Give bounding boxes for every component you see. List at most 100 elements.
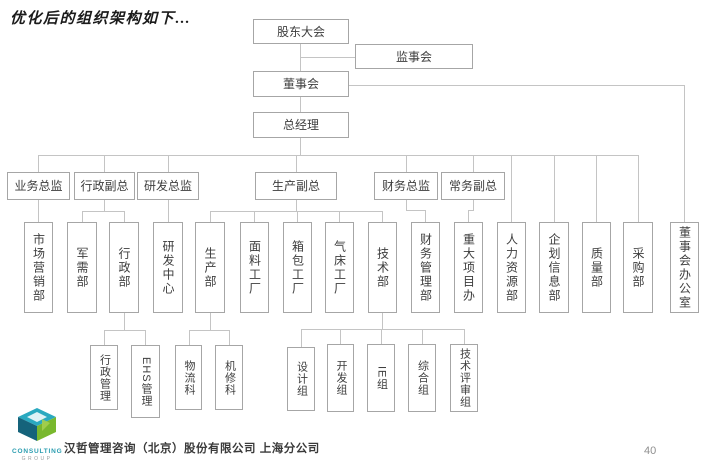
connector [468, 210, 474, 211]
org-node-procurement-dept: 采购部 [623, 222, 653, 313]
org-node-finance-mgmt-dept: 财务管理部 [411, 222, 440, 313]
org-node-airbed-factory: 气床工厂 [325, 222, 354, 313]
org-node-admin-dept: 行政部 [109, 222, 139, 313]
footer-company-name: 汉哲管理咨询（北京）股份有限公司 上海分公司 [64, 443, 320, 455]
org-node-rd-center: 研发中心 [153, 222, 183, 313]
connector [82, 211, 125, 212]
org-node-label: 企划信息部 [547, 232, 561, 303]
connector [189, 330, 190, 345]
org-node-general-manager: 总经理 [253, 112, 349, 138]
connector [104, 330, 105, 345]
org-node-label: 监事会 [395, 49, 432, 64]
logo-subtext: GROUP [21, 456, 53, 462]
org-node-marketing-dept: 市场营销部 [24, 222, 53, 313]
org-node-label: 生产部 [203, 246, 217, 289]
org-node-label: 研发中心 [161, 239, 175, 296]
connector [168, 155, 169, 172]
org-node-label: 开发组 [335, 360, 347, 396]
connector [473, 200, 474, 210]
connector [210, 211, 383, 212]
connector [406, 155, 407, 172]
org-node-label: EHS管理 [140, 356, 152, 407]
page-title: 优化后的组织架构如下… [10, 11, 192, 27]
org-node-major-projects-office: 重大项目办 [454, 222, 483, 313]
connector [473, 155, 474, 172]
org-node-label: 生产副总 [271, 179, 320, 193]
connector [300, 57, 355, 58]
org-node-tech-review-team: 技术评审组 [450, 344, 478, 412]
org-node-label: 董事会办公室 [677, 225, 692, 310]
connector [38, 155, 39, 172]
connector [301, 329, 302, 347]
connector [296, 155, 297, 172]
org-node-label: 箱包工厂 [290, 239, 305, 296]
connector [381, 329, 382, 344]
org-node-label: 常务副总 [448, 179, 497, 193]
org-node-ehs-mgmt: EHS管理 [131, 345, 160, 418]
org-node-ie-team: IE组 [367, 344, 395, 412]
org-node-label: 行政部 [117, 246, 131, 289]
connector [468, 210, 469, 222]
connector [124, 211, 125, 222]
org-node-board-of-directors: 董事会 [253, 71, 349, 97]
org-node-label: 设计组 [295, 361, 308, 397]
org-node-label: 面料工厂 [247, 239, 262, 296]
connector [638, 155, 639, 222]
org-node-label: 财务总监 [381, 179, 430, 193]
org-node-technology-dept: 技术部 [368, 222, 397, 313]
connector [684, 85, 685, 222]
org-node-admin-mgmt: 行政管理 [90, 345, 118, 410]
org-node-label: 总经理 [282, 118, 319, 132]
connector [382, 313, 383, 329]
connector [104, 155, 105, 172]
org-node-dev-team: 开发组 [327, 344, 354, 412]
connector [168, 200, 169, 222]
org-node-bag-factory: 箱包工厂 [283, 222, 312, 313]
org-node-label: 股东大会 [276, 24, 325, 39]
org-node-label: 气床工厂 [332, 239, 347, 296]
org-node-design-team: 设计组 [287, 347, 315, 411]
org-node-admin-vp: 行政副总 [74, 172, 135, 200]
org-node-label: 董事会 [282, 77, 319, 91]
org-node-label: 物流科 [183, 359, 195, 396]
connector [425, 210, 426, 222]
connector [300, 97, 301, 112]
connector [82, 211, 83, 222]
org-node-fabric-factory: 面料工厂 [240, 222, 269, 313]
connector [210, 211, 211, 222]
connector [511, 155, 512, 222]
connector [301, 329, 464, 330]
org-node-label: 技术部 [375, 246, 390, 289]
org-node-board-office: 董事会办公室 [670, 222, 699, 313]
connector [596, 155, 597, 222]
connector [254, 211, 255, 222]
connector [189, 330, 229, 331]
connector [406, 200, 407, 210]
org-node-label: 行政管理 [98, 353, 111, 402]
org-node-production-vp: 生产副总 [255, 172, 337, 200]
page-number: 40 [644, 445, 657, 457]
org-node-label: IE组 [375, 365, 388, 391]
connector [210, 313, 211, 330]
connector [38, 200, 39, 222]
org-node-label: 行政副总 [80, 179, 129, 193]
connector [229, 330, 230, 345]
org-node-label: 技术评审组 [458, 348, 471, 408]
org-node-military-supply-dept: 军需部 [67, 222, 97, 313]
org-node-label: 人力资源部 [504, 232, 519, 303]
connector [38, 155, 638, 156]
connector [297, 211, 298, 222]
org-node-executive-vp: 常务副总 [441, 172, 505, 200]
consulting-logo: CONSULTING GROUP [12, 407, 62, 462]
org-node-label: 财务管理部 [418, 232, 433, 303]
org-node-label: 重大项目办 [461, 232, 476, 303]
org-node-logistics-section: 物流科 [175, 345, 202, 410]
connector [296, 200, 297, 211]
logo-cube-icon [18, 408, 56, 441]
connector [300, 138, 301, 155]
connector [104, 330, 145, 331]
org-node-label: 采购部 [631, 246, 645, 289]
org-node-label: 市场营销部 [31, 232, 46, 303]
org-node-shareholders-meeting: 股东大会 [253, 19, 349, 44]
